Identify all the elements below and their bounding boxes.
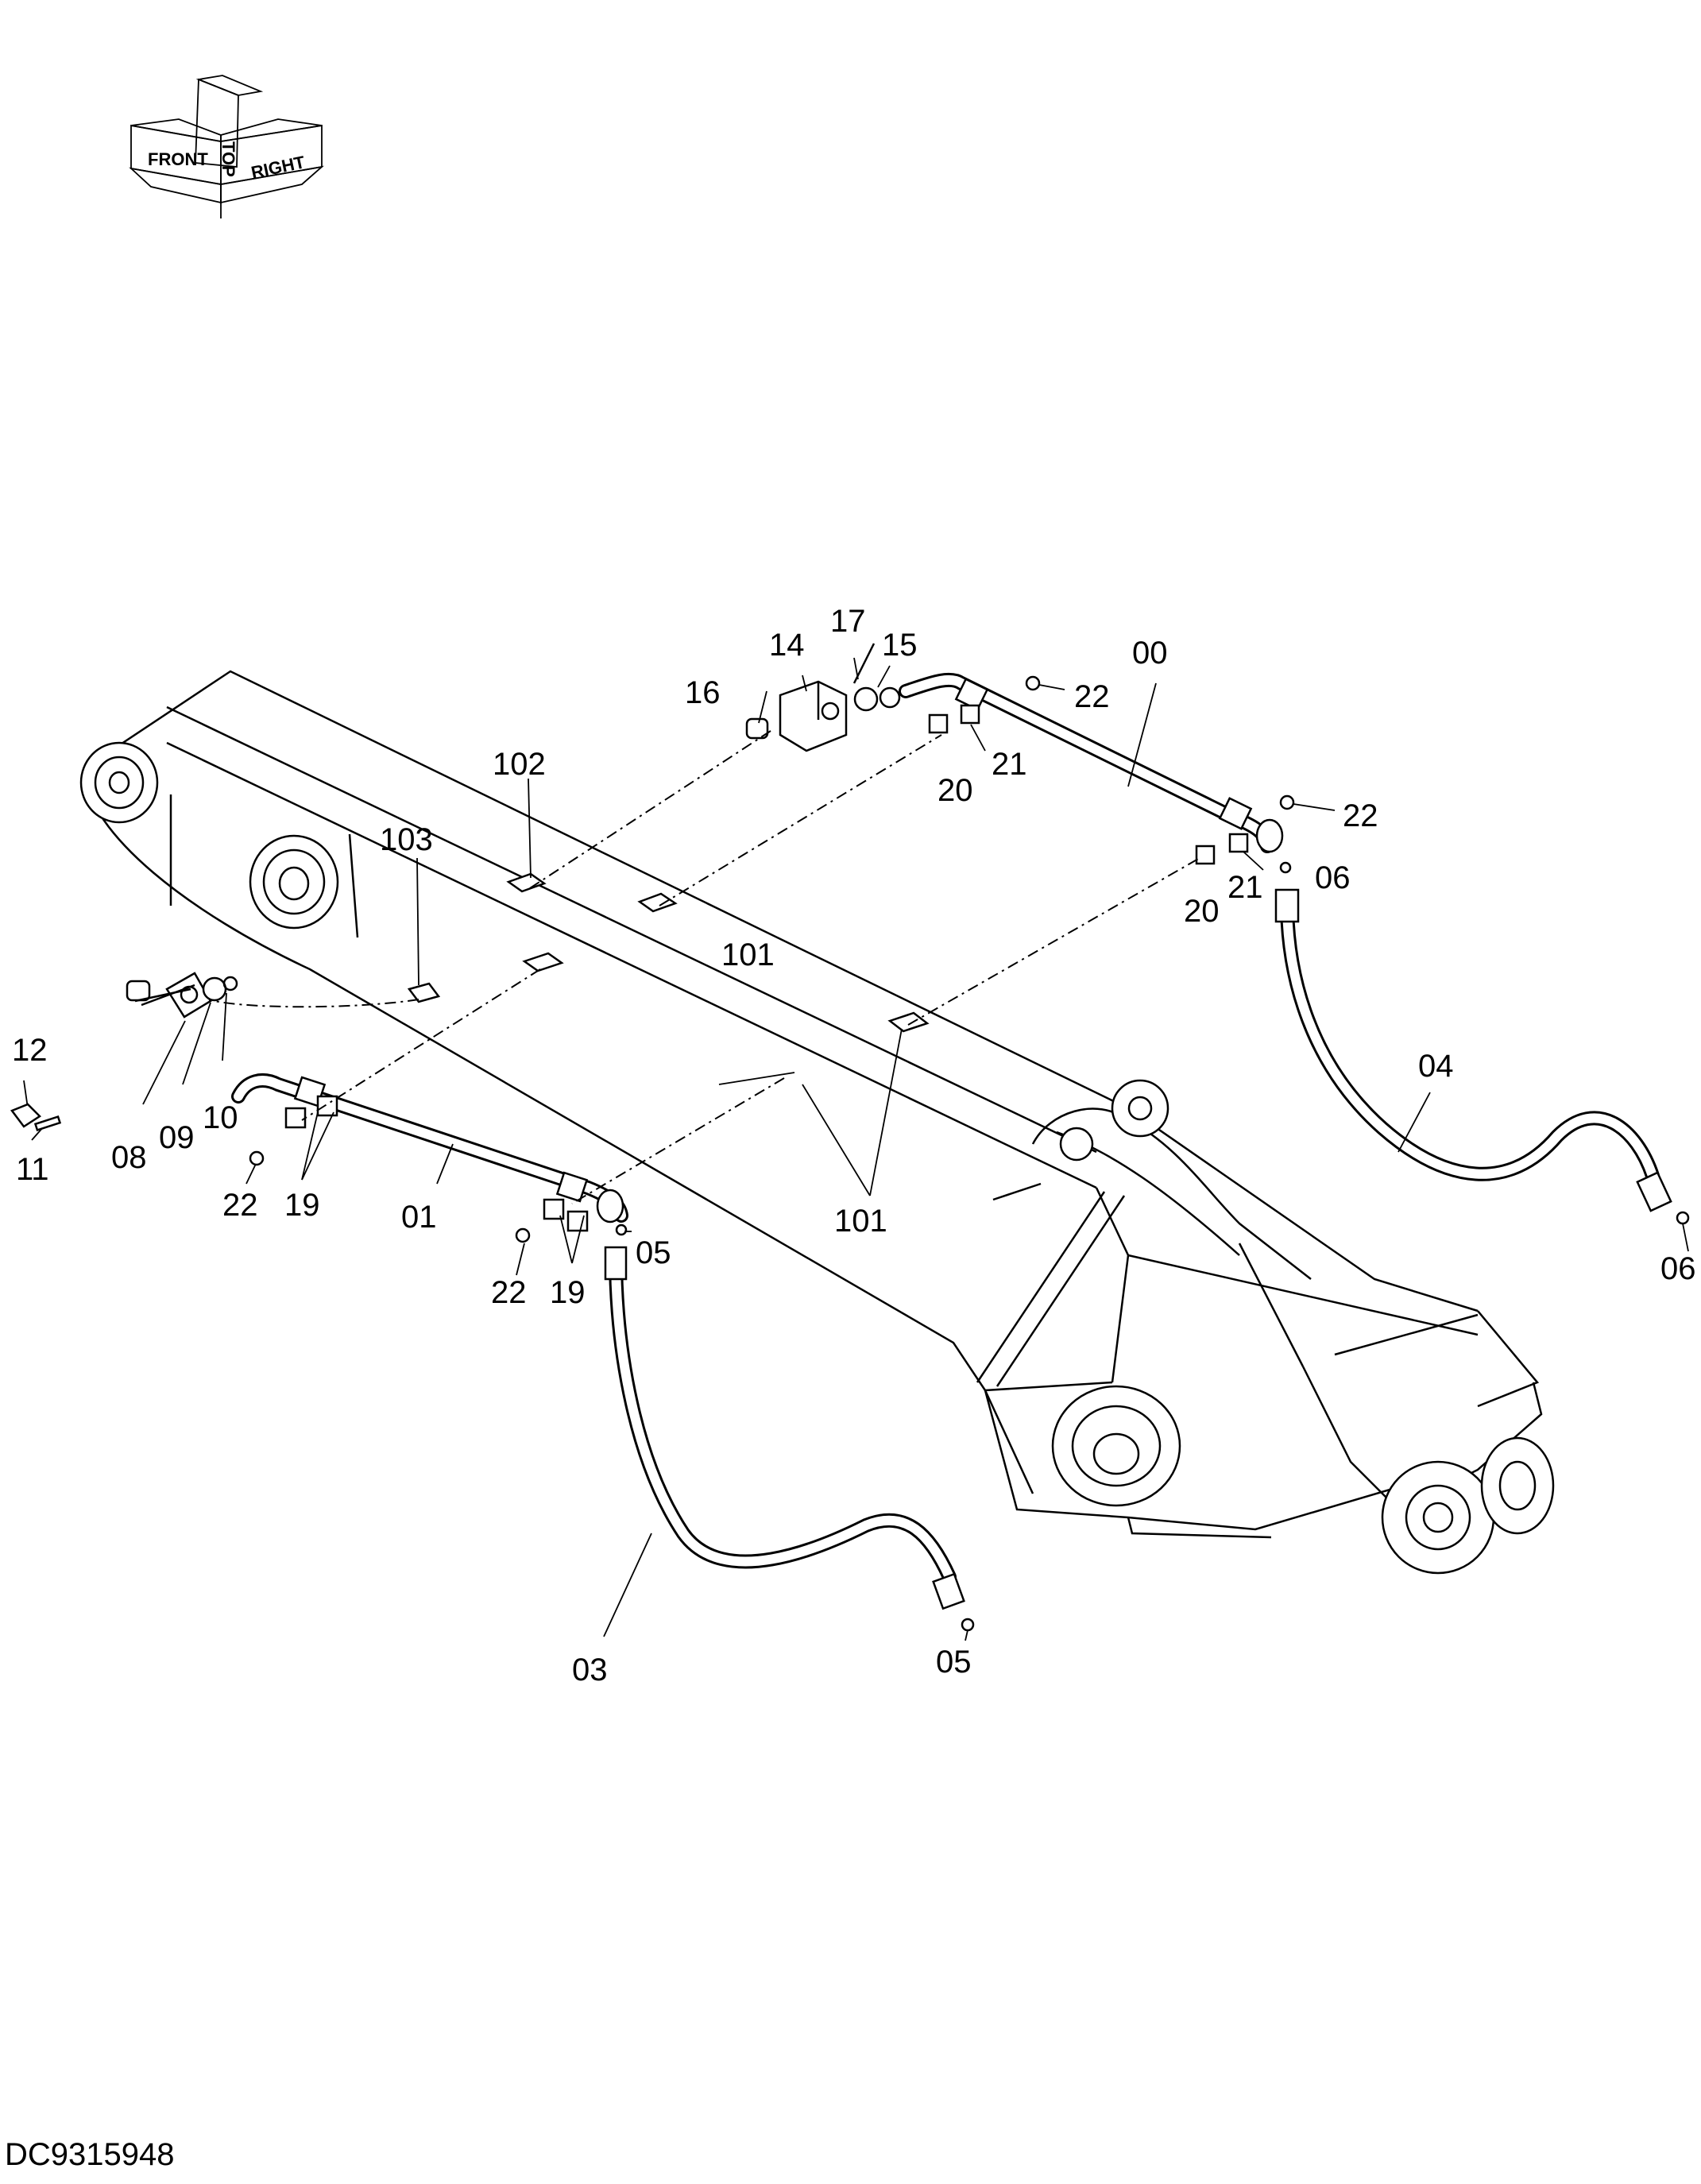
orientation-icon: FRONT TOP RIGHT xyxy=(129,75,324,218)
callout-101-b: 101 xyxy=(834,1204,887,1239)
callout-09: 09 xyxy=(159,1120,195,1155)
callout-21-b: 21 xyxy=(1227,870,1263,905)
orientation-front-label: FRONT xyxy=(148,149,208,169)
pipe-01 xyxy=(899,672,1284,853)
callout-22-b: 22 xyxy=(1343,798,1378,833)
clamps xyxy=(249,675,1690,1632)
callout-06-b: 06 xyxy=(1660,1251,1696,1286)
callout-00: 01 xyxy=(401,1200,437,1235)
callout-22-c: 22 xyxy=(222,1188,258,1223)
callout-05-b: 05 xyxy=(936,1645,972,1680)
callout-08: 08 xyxy=(111,1140,147,1175)
callout-102: 102 xyxy=(493,747,546,782)
callout-12: 12 xyxy=(12,1033,48,1068)
callout-01: 00 xyxy=(1132,636,1168,671)
callout-19-b: 19 xyxy=(550,1275,586,1310)
orientation-right-label: RIGHT xyxy=(249,152,307,183)
callout-05-a: 05 xyxy=(636,1235,671,1270)
hose-04 xyxy=(1274,888,1672,1212)
callout-04: 04 xyxy=(1418,1049,1454,1084)
orientation-top-label: TOP xyxy=(218,141,238,177)
small-parts-left xyxy=(10,1103,62,1132)
callout-19-a: 19 xyxy=(284,1188,320,1223)
callout-101-a: 101 xyxy=(721,937,775,972)
callout-103: 103 xyxy=(380,822,433,857)
callout-20-a: 20 xyxy=(937,773,973,808)
callout-16: 16 xyxy=(685,675,721,710)
boom-body xyxy=(79,670,1555,1575)
callout-03: 03 xyxy=(572,1652,608,1687)
callout-labels: 00 01 03 04 05 05 06 06 08 09 10 11 12 1… xyxy=(12,604,1696,1687)
callout-22-d: 22 xyxy=(491,1275,527,1310)
left-fittings xyxy=(126,972,238,1019)
label-tags xyxy=(407,872,930,1033)
document-id: DC9315948 xyxy=(5,2137,175,2172)
callout-leaders xyxy=(23,657,1689,1641)
pipe-00 xyxy=(231,1073,628,1223)
callout-10: 10 xyxy=(203,1100,238,1135)
valve-block-14 xyxy=(745,643,901,752)
callout-20-b: 20 xyxy=(1184,894,1220,929)
callout-15: 15 xyxy=(882,628,918,663)
callout-14: 14 xyxy=(769,628,805,663)
callout-17: 17 xyxy=(830,604,866,639)
leader-lines xyxy=(214,730,1200,1204)
callout-11: 11 xyxy=(16,1152,49,1187)
callout-06-a: 06 xyxy=(1315,860,1351,895)
callout-22-a: 22 xyxy=(1074,679,1110,714)
callout-21-a: 21 xyxy=(992,747,1027,782)
hose-03 xyxy=(604,1246,965,1610)
